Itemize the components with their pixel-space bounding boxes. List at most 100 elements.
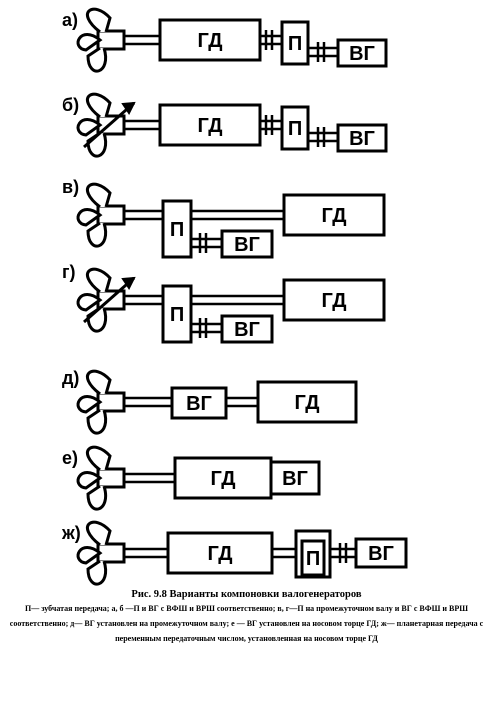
coupling [264,30,274,50]
shaft-generator-box-label: ВГ [186,393,212,415]
coupling [198,233,208,253]
propeller [76,182,126,248]
propeller-blade-left [76,471,103,490]
variant-label: е) [62,448,78,468]
coupling [316,42,326,62]
shaft-generator-box: ВГ [170,386,228,420]
propeller-blade-upper [86,182,112,209]
gear-box: П [161,199,193,259]
shaft-generator-box-label: ВГ [349,128,375,150]
main-engine-box: ГД [173,456,273,500]
figure-caption: Рис. 9.8 Варианты компоновки валогенерат… [0,588,493,646]
main-engine-box-label: ГД [197,115,222,137]
propeller [76,445,126,511]
propeller-blade-lower [86,46,108,73]
pitch-arrow-head [121,101,136,115]
main-engine-box-frame [282,278,386,322]
main-engine-box-frame [166,531,274,575]
caption-title: Рис. 9.8 Варианты компоновки валогенерат… [131,589,362,600]
variant-d: г) П ВГ ГД [62,262,386,344]
variant-e: д) ВГ ГД [62,368,358,435]
variant-g: ж) ГД П ВГ [61,520,408,586]
shaft-generator-box-label: ВГ [234,234,260,256]
coupling [264,115,274,135]
main-engine-box-frame [158,103,262,147]
main-engine-box: ГД [282,193,386,237]
propeller-blade-left [76,546,103,565]
shaft-generator-box: ВГ [336,123,388,153]
coupling [316,127,326,147]
propeller-blade-lower [86,408,108,435]
variants-layer: а) ГД П ВГ б) ГД П ВГ в) П ВГ ГД г) П ВГ ГД д) ВГ ГД е) ГД ВГ… [61,7,408,586]
shaft-generator-box-label: ВГ [282,468,308,490]
main-engine-box-label: ГД [321,290,346,312]
propeller-blade-upper [86,520,112,547]
propeller-blade-upper [86,267,112,294]
gear-box-label: П [170,219,184,241]
propeller-blade-left [76,118,103,137]
gear-box-frame [280,20,310,66]
main-engine-box: ГД [158,103,262,147]
main-engine-box-frame [256,380,358,424]
main-engine-box-label: ГД [210,468,235,490]
shaft-generator-box: ВГ [269,460,321,496]
coupling [198,318,208,338]
propeller [76,369,126,435]
propeller-blade-left [76,293,103,312]
propeller [76,267,136,333]
shaft-generator-box-label: ВГ [234,319,260,341]
main-engine-box-frame [282,193,386,237]
gear-box-frame [280,105,310,151]
shaft-generator-box-frame [354,537,408,569]
propeller-blade-left [76,33,103,52]
variant-b: б) ГД П ВГ [62,92,388,158]
shaft-generator-box-frame [269,460,321,496]
propeller-blade-upper [86,369,112,396]
variant-label: в) [62,177,79,197]
variant-f: е) ГД ВГ [62,445,321,511]
propeller-blade-upper [86,92,112,119]
main-engine-box-frame [173,456,273,500]
main-engine-box: ГД [256,380,358,424]
shaft-generator-box-frame [336,38,388,68]
gear-box-label: П [288,33,302,55]
propeller-blade-upper [86,7,112,34]
variant-label: ж) [61,523,81,543]
pitch-arrow-line [83,276,135,324]
pitch-arrow-line [83,101,135,149]
shaft-generator-box: ВГ [354,537,408,569]
propeller-blade-lower [86,484,108,511]
gear-box-label: П [170,304,184,326]
gear-box: П [280,20,310,66]
planetary-gear-box-label: П [306,548,320,570]
main-engine-box: ГД [166,531,274,575]
variant-label: д) [62,368,79,388]
main-engine-box-label: ГД [294,392,319,414]
gear-box: П [161,284,193,344]
propeller [76,520,126,586]
coupling [338,543,348,563]
shaft-generator-box-frame [170,386,228,420]
planetary-gear-box-frame [300,539,326,577]
propeller [76,7,126,73]
propeller-blade-left [76,395,103,414]
propeller [76,92,136,158]
gear-box-frame [161,284,193,344]
variant-label: г) [62,262,76,282]
variant-label: а) [62,10,78,30]
pitch-arrow-head [121,276,136,290]
main-engine-box-label: ГД [197,30,222,52]
propeller-blade-lower [86,221,108,248]
variant-label: б) [62,95,79,115]
caption-description: П— зубчатая передача; а, б —П и ВГ с ВФШ… [9,604,484,643]
variant-c: в) П ВГ ГД [62,177,386,259]
propeller-blade-lower [86,559,108,586]
shaft-generator-box-frame [220,229,274,259]
shaft-generator-box: ВГ [220,314,274,344]
propeller-blade-upper [86,445,112,472]
gear-box-label: П [288,118,302,140]
gear-box-frame [161,199,193,259]
main-engine-box: ГД [282,278,386,322]
